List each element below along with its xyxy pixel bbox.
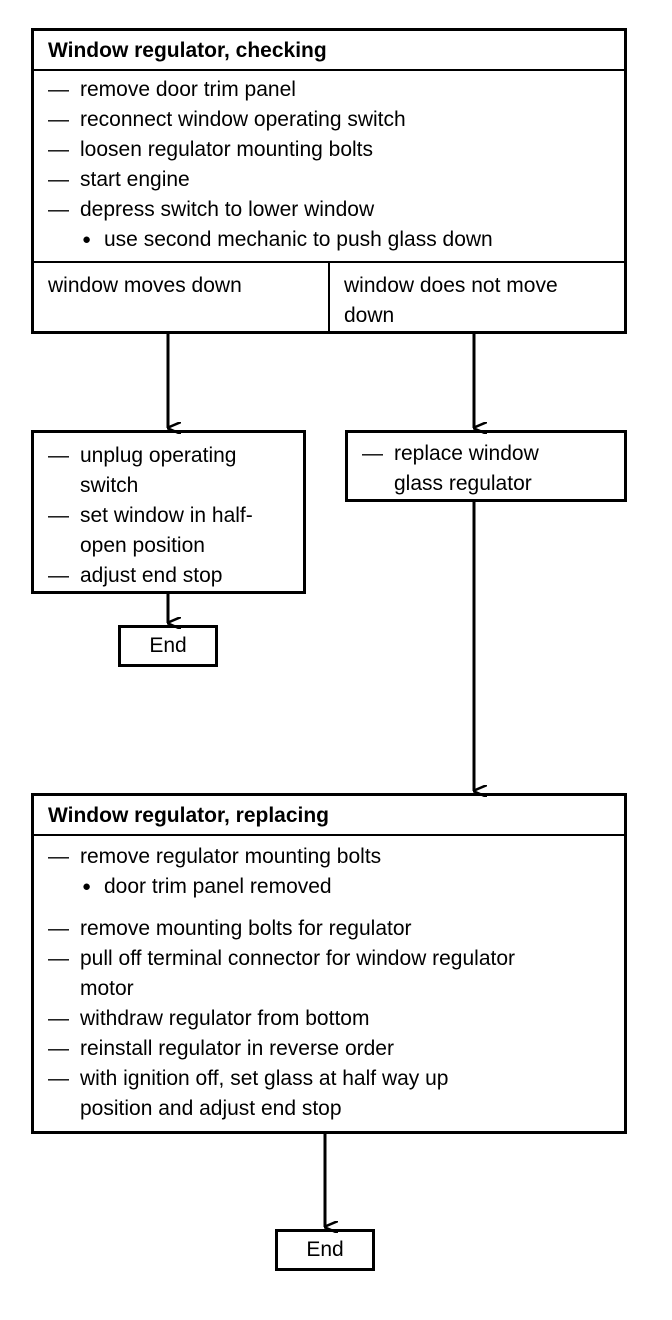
step-item: — withdraw regulator from bottom [48,1004,610,1034]
step-text: use second mechanic to push glass down [104,228,493,251]
right-action-box: — replace window glass regulator [345,430,627,502]
dash-marker: — [48,1037,69,1060]
step-continuation: motor [48,974,610,1004]
step-item: — remove mounting bolts for regulator [48,914,610,944]
step-text: switch [80,474,139,497]
step-text: remove regulator mounting bolts [80,845,382,868]
step-item: — set window in half- [48,501,289,531]
end-box-left: End [118,625,218,667]
step-continuation: switch [48,471,289,501]
step-text: adjust end stop [80,564,223,587]
right-action-steps: — replace window glass regulator [348,433,624,505]
branch-right-label-2: down [344,304,395,327]
step-item: — pull off terminal connector for window … [48,944,610,974]
branch-window-moves-down: window moves down [34,263,328,309]
replacing-steps: — remove regulator mounting bolts ● door tr… [34,836,624,1130]
branch-left-label: window moves down [48,274,242,297]
step-item: — reconnect window operating switch [48,105,610,135]
dash-marker: — [48,917,69,940]
checking-title: Window regulator, checking [34,31,624,71]
checking-steps: — remove door trim panel — reconnect window… [34,71,624,261]
step-text: pull off terminal connector for window r… [80,947,516,970]
bullet-icon: ● [82,878,92,895]
end-left-label: End [149,634,187,657]
branch-right-label-1: window does not move [344,274,558,297]
step-text: glass regulator [394,472,532,495]
bullet-icon: ● [82,231,92,248]
dash-marker: — [48,108,69,131]
dash-marker: — [48,947,69,970]
branch-window-does-not-move: window does not move down [330,263,626,339]
step-continuation: position and adjust end stop [48,1094,610,1124]
dash-marker: — [48,1067,69,1090]
step-text: replace window [394,442,539,465]
dash-marker: — [48,138,69,161]
end-box-bottom: End [275,1229,375,1271]
dash-marker: — [362,442,383,465]
step-item: — replace window [362,439,610,469]
step-text: remove door trim panel [80,78,296,101]
step-text: withdraw regulator from bottom [80,1007,370,1030]
step-item: — remove regulator mounting bolts [48,842,610,872]
step-text: reconnect window operating switch [80,108,406,131]
dash-marker: — [48,1007,69,1030]
bullet-item: ● door trim panel removed [48,872,610,902]
dash-marker: — [48,444,69,467]
step-text: start engine [80,168,190,191]
step-text: loosen regulator mounting bolts [80,138,374,161]
step-text: position and adjust end stop [80,1097,342,1120]
step-text: remove mounting bolts for regulator [80,917,412,940]
step-continuation: glass regulator [362,469,610,499]
step-text: motor [80,977,134,1000]
step-text: unplug operating [80,444,237,467]
end-bottom-label: End [306,1238,344,1261]
left-action-box: — unplug operating switch — set window in ha… [31,430,306,594]
step-item: — depress switch to lower window [48,195,610,225]
step-text: with ignition off, set glass at half way… [80,1067,449,1090]
replacing-title: Window regulator, replacing [34,796,624,836]
step-item: — loosen regulator mounting bolts [48,135,610,165]
step-item: — with ignition off, set glass at half wa… [48,1064,610,1094]
dash-marker: — [48,78,69,101]
left-action-steps: — unplug operating switch — set window in ha… [34,433,303,597]
step-item: — remove door trim panel [48,75,610,105]
dash-marker: — [48,564,69,587]
dash-marker: — [48,168,69,191]
dash-marker: — [48,504,69,527]
checking-box: Window regulator, checking — remove door … [31,28,627,334]
branch-vertical-divider [328,261,330,334]
step-text: reinstall regulator in reverse order [80,1037,394,1060]
dash-marker: — [48,198,69,221]
replacing-box: Window regulator, replacing — remove regu… [31,793,627,1134]
step-item: — reinstall regulator in reverse order [48,1034,610,1064]
step-item: — unplug operating [48,441,289,471]
step-text: depress switch to lower window [80,198,375,221]
step-text: door trim panel removed [104,875,332,898]
step-item: — adjust end stop [48,561,289,591]
bullet-item: ● use second mechanic to push glass down [48,225,610,255]
step-text: set window in half- [80,504,253,527]
step-continuation: open position [48,531,289,561]
step-text: open position [80,534,205,557]
dash-marker: — [48,845,69,868]
step-item: — start engine [48,165,610,195]
